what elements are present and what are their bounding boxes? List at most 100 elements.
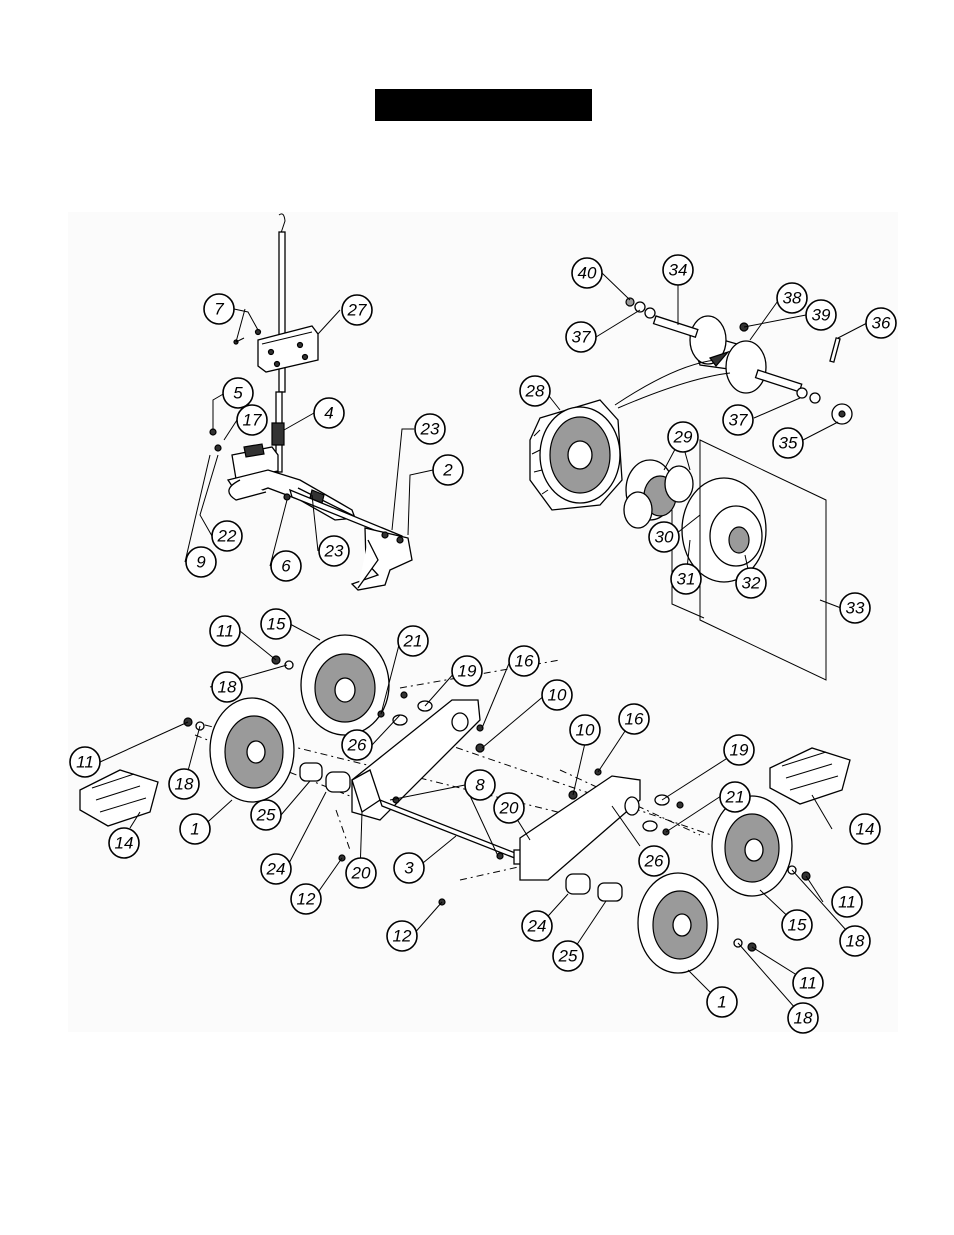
callout-label: 25 xyxy=(558,947,578,966)
callout-c10a: 10 xyxy=(542,680,572,710)
callout-label: 11 xyxy=(799,974,817,993)
callout-c11b: 11 xyxy=(70,747,100,777)
callout-c2: 2 xyxy=(433,455,463,485)
callout-label: 23 xyxy=(324,542,344,561)
callout-c21b: 21 xyxy=(720,782,750,812)
callout-label: 1 xyxy=(190,820,199,839)
callout-c17: 17 xyxy=(237,405,267,435)
callout-label: 32 xyxy=(742,574,761,593)
callout-label: 26 xyxy=(644,852,664,871)
callout-label: 19 xyxy=(730,741,749,760)
callout-c3: 3 xyxy=(394,853,424,883)
callout-label: 12 xyxy=(393,927,412,946)
callout-c19a: 19 xyxy=(452,656,482,686)
callout-label: 16 xyxy=(515,652,534,671)
callout-label: 39 xyxy=(812,306,831,325)
callout-label: 29 xyxy=(673,428,693,447)
callout-c18b: 18 xyxy=(169,769,199,799)
callout-label: 20 xyxy=(351,864,371,883)
callout-label: 37 xyxy=(729,411,748,430)
callout-label: 33 xyxy=(846,599,865,618)
callout-label: 21 xyxy=(725,788,745,807)
callout-c9: 9 xyxy=(186,547,216,577)
callout-c18c: 18 xyxy=(840,926,870,956)
callout-c30: 30 xyxy=(649,522,679,552)
callout-label: 30 xyxy=(655,528,674,547)
callout-c11a: 11 xyxy=(210,616,240,646)
callout-c4: 4 xyxy=(314,398,344,428)
callout-c10b: 10 xyxy=(570,715,600,745)
callout-c27: 27 xyxy=(342,295,372,325)
callout-c33: 33 xyxy=(840,593,870,623)
callout-label: 36 xyxy=(872,314,891,333)
callout-c37a: 37 xyxy=(566,322,596,352)
callout-label: 7 xyxy=(214,300,224,319)
callout-label: 26 xyxy=(347,736,367,755)
callout-label: 14 xyxy=(115,834,134,853)
callout-label: 21 xyxy=(403,632,423,651)
callout-label: 27 xyxy=(347,301,367,320)
callout-label: 12 xyxy=(297,890,316,909)
callout-c11d: 11 xyxy=(793,968,823,998)
callout-label: 4 xyxy=(324,404,333,423)
callout-label: 9 xyxy=(196,553,206,572)
callout-c36: 36 xyxy=(866,308,896,338)
callout-c31: 31 xyxy=(671,564,701,594)
callout-label: 24 xyxy=(527,917,547,936)
callout-label: 19 xyxy=(458,662,477,681)
callout-c5: 5 xyxy=(223,378,253,408)
callout-label: 34 xyxy=(669,261,688,280)
callout-c15b: 15 xyxy=(782,910,812,940)
callout-c18a: 18 xyxy=(212,672,242,702)
callout-label: 20 xyxy=(499,799,519,818)
callout-c23b: 23 xyxy=(319,536,349,566)
callout-label: 31 xyxy=(677,570,696,589)
callout-c23a: 23 xyxy=(415,414,445,444)
callout-c20b: 20 xyxy=(346,858,376,888)
callout-label: 22 xyxy=(217,527,237,546)
callout-label: 17 xyxy=(243,411,262,430)
callout-c14b: 14 xyxy=(850,814,880,844)
callout-c12a: 12 xyxy=(291,884,321,914)
callout-label: 23 xyxy=(420,420,440,439)
callout-c1b: 1 xyxy=(707,987,737,1017)
callout-label: 25 xyxy=(256,806,276,825)
callout-c24b: 24 xyxy=(522,911,552,941)
callout-label: 1 xyxy=(717,993,726,1012)
callout-c7: 7 xyxy=(204,294,234,324)
callout-c35: 35 xyxy=(773,428,803,458)
callout-c32: 32 xyxy=(736,568,766,598)
callout-c26a: 26 xyxy=(342,730,372,760)
callout-c18d: 18 xyxy=(788,1003,818,1033)
callout-label: 5 xyxy=(233,384,243,403)
callout-c38: 38 xyxy=(777,283,807,313)
callout-label: 11 xyxy=(76,753,94,772)
callout-label: 15 xyxy=(267,615,286,634)
callout-c25a: 25 xyxy=(251,800,281,830)
callout-label: 28 xyxy=(525,382,545,401)
callout-c26b: 26 xyxy=(639,846,669,876)
callout-label: 24 xyxy=(266,860,286,879)
callout-c15a: 15 xyxy=(261,609,291,639)
callout-label: 2 xyxy=(442,461,453,480)
callout-label: 37 xyxy=(572,328,591,347)
callout-c6: 6 xyxy=(271,551,301,581)
callout-label: 16 xyxy=(625,710,644,729)
callout-label: 11 xyxy=(216,622,234,641)
callout-c29: 29 xyxy=(668,422,698,452)
callout-label: 18 xyxy=(175,775,194,794)
callout-c39: 39 xyxy=(806,300,836,330)
callout-label: 18 xyxy=(794,1009,813,1028)
callout-c14a: 14 xyxy=(109,828,139,858)
callout-label: 15 xyxy=(788,916,807,935)
callout-c11c: 11 xyxy=(832,887,862,917)
callout-c8: 8 xyxy=(465,770,495,800)
callout-label: 38 xyxy=(783,289,802,308)
callout-c34: 34 xyxy=(663,255,693,285)
callout-c21a: 21 xyxy=(398,626,428,656)
callout-label: 8 xyxy=(475,776,485,795)
callout-label: 35 xyxy=(779,434,798,453)
callout-c37b: 37 xyxy=(723,405,753,435)
callout-label: 18 xyxy=(846,932,865,951)
callout-c24a: 24 xyxy=(261,854,291,884)
